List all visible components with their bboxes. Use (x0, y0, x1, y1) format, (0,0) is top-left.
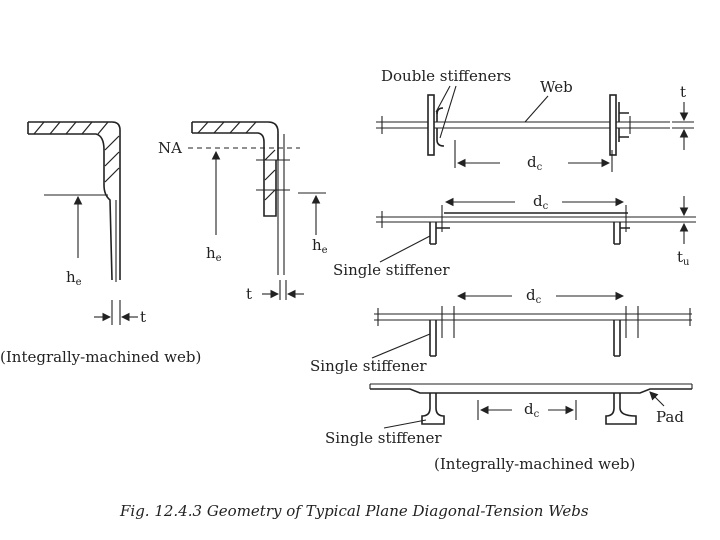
he-label-middle-2: he (312, 236, 328, 256)
he-label-left: he (66, 268, 82, 288)
web-label: Web (540, 78, 573, 96)
double-stiffener-sketch: Double stiffeners Web dc t (376, 67, 694, 173)
integrally-machined-label-left: (Integrally-machined web) (0, 348, 201, 366)
t-label-middle: t (246, 285, 252, 303)
integrally-machined-label-right: (Integrally-machined web) (434, 455, 635, 473)
integrally-machined-web-sketch: he t (Integrally-machined web) (0, 121, 201, 366)
dc-label-4: dc (524, 400, 540, 420)
flange-hatching-middle (197, 121, 276, 201)
integrally-machined-pad-sketch: dc Pad Single stiffener (Integrally-mach… (325, 383, 693, 473)
flange-hatching (33, 121, 120, 183)
tu-label: tu (677, 248, 690, 268)
single-stiffener-sketch-1: dc tu Single stiffener (333, 192, 696, 279)
single-stiffener-sketch-2: dc Single stiffener (310, 286, 692, 375)
dc-label-3: dc (526, 286, 542, 306)
t-label-left: t (140, 308, 146, 326)
single-stiffener-label-3: Single stiffener (325, 429, 442, 447)
double-stiffeners-label: Double stiffeners (381, 67, 511, 85)
na-label: NA (158, 139, 182, 157)
single-stiffener-label-1: Single stiffener (333, 261, 450, 279)
dc-label-2: dc (533, 192, 549, 212)
pad-label: Pad (656, 408, 684, 426)
he-label-middle-1: he (206, 244, 222, 264)
neutral-axis-web-sketch: NA he he t (158, 121, 328, 303)
single-stiffener-label-2: Single stiffener (310, 357, 427, 375)
t-label-right: t (680, 83, 686, 101)
dc-label-1: dc (527, 153, 543, 173)
figure-caption: Fig. 12.4.3 Geometry of Typical Plane Di… (119, 502, 589, 520)
